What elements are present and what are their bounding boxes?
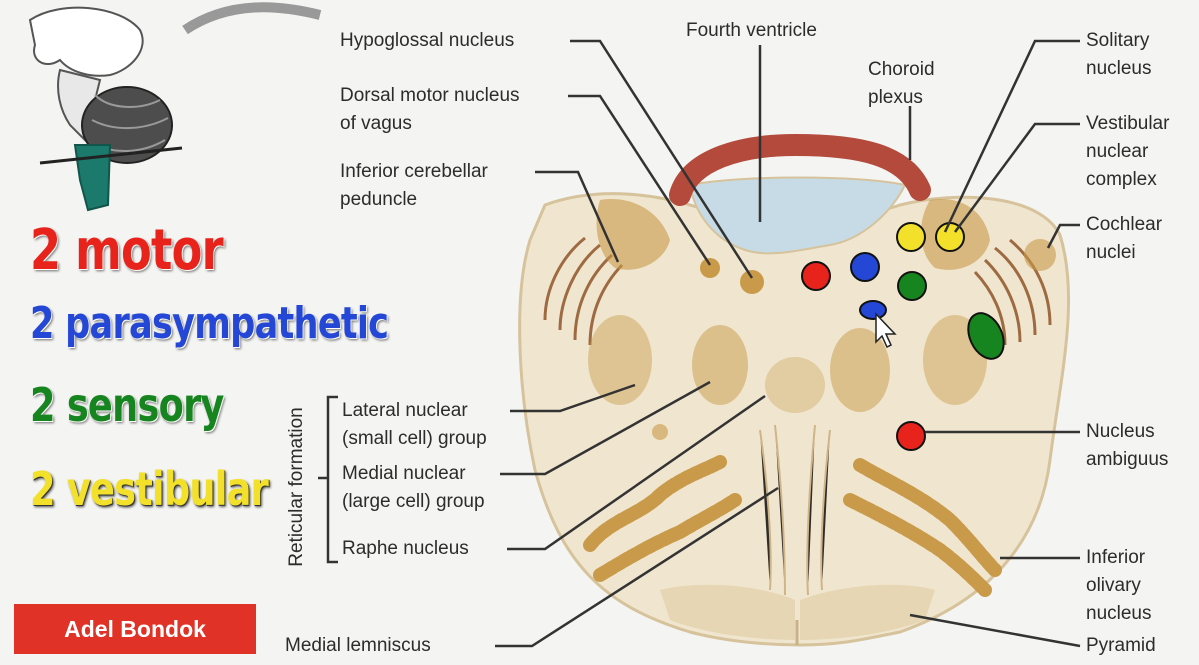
marker-vestibular-yellow-1 [897,223,925,251]
legend-vestibular: 2 vestibular [30,462,268,516]
label-choroid-plexus: Choroid plexus [868,56,935,112]
marker-parasympathetic-blue [851,253,879,281]
label-inferior-olivary-nucleus: Inferior olivary nucleus [1086,544,1152,628]
label-cochlear-nuclei: Cochlear nuclei [1086,211,1162,267]
label-vestibular-nuclear-complex: Vestibular nuclear complex [1086,110,1169,194]
label-lateral-nuclear-group: Lateral nuclear (small cell) group [342,397,487,453]
label-inferior-cerebellar-peduncle: Inferior cerebellar peduncle [340,158,488,214]
legend-sensory: 2 sensory [30,378,224,432]
legend-motor: 2 motor [30,218,223,283]
brainstem-thumbnail [30,7,320,210]
label-medial-lemniscus: Medial lemniscus [285,632,431,660]
label-fourth-ventricle: Fourth ventricle [686,17,817,45]
author-badge: Adel Bondok [14,604,256,654]
medulla-body [520,145,1069,645]
label-pyramid: Pyramid [1086,632,1156,660]
label-nucleus-ambiguus: Nucleus ambiguus [1086,418,1168,474]
label-raphe-nucleus: Raphe nucleus [342,535,469,563]
marker-motor-red [802,262,830,290]
label-dorsal-motor-nucleus: Dorsal motor nucleus of vagus [340,82,520,138]
legend-parasympathetic: 2 parasympathetic [30,298,388,349]
label-hypoglossal-nucleus: Hypoglossal nucleus [340,27,514,55]
reticular-formation-bracket [318,397,338,562]
marker-sensory-green [898,272,926,300]
label-medial-nuclear-group: Medial nuclear (large cell) group [342,460,485,516]
marker-motor-red-ambiguus [897,422,925,450]
label-solitary-nucleus: Solitary nucleus [1086,27,1152,83]
marker-parasympathetic-blue-small [860,301,886,319]
label-reticular-formation: Reticular formation [281,378,313,596]
